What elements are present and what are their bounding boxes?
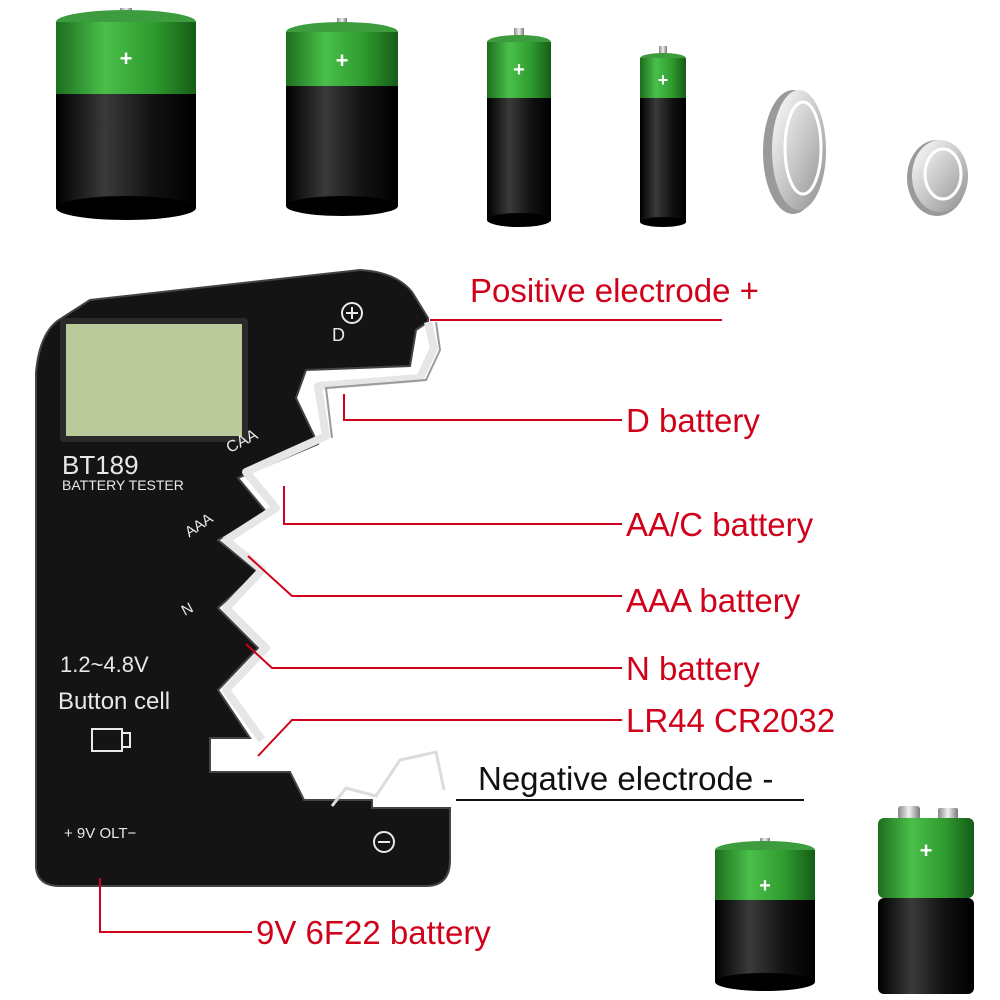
- lr44-cr2032-label: LR44 CR2032: [626, 702, 836, 739]
- 9v-battery-icon: +: [878, 806, 974, 994]
- aac-callout-line: [283, 486, 622, 525]
- battery-plus-label: +: [759, 875, 771, 897]
- battery-tester-device: [35, 268, 451, 887]
- d-callout-line: [343, 394, 622, 421]
- positive-electrode-label: Positive electrode +: [470, 272, 759, 309]
- contact-strip-edge: [324, 321, 442, 439]
- battery-plus-label: +: [336, 48, 349, 73]
- n-callout-line: [245, 643, 622, 669]
- nine-v-terminal-label: + 9V OLT−: [64, 825, 137, 842]
- aac-battery-label: AA/C battery: [626, 506, 814, 543]
- aaa-battery-label: AAA battery: [626, 582, 801, 619]
- battery-plus-label: +: [658, 70, 669, 90]
- contact-strip: [222, 321, 438, 743]
- nine-v-callout-line: [99, 878, 252, 933]
- c-battery-icon: +: [286, 18, 398, 216]
- button-cell-small-icon: [907, 140, 968, 216]
- spring-contact: [330, 750, 446, 807]
- aaa-callout-line: [247, 555, 622, 597]
- plus-terminal-icon: [341, 302, 363, 324]
- d-battery-icon: +: [56, 8, 196, 220]
- aaa-battery-icon: +: [640, 46, 686, 227]
- negative-electrode-label: Negative electrode -: [478, 760, 774, 797]
- lcd-screen: [66, 324, 242, 436]
- voltage-range-label: 1.2~4.8V: [60, 652, 149, 677]
- button-cell-label: Button cell: [58, 688, 171, 715]
- battery-plus-label: +: [513, 59, 525, 81]
- slot-d-label: D: [332, 325, 345, 345]
- nine-v-battery-label: 9V 6F22 battery: [256, 914, 491, 951]
- minus-terminal-icon: [373, 831, 395, 853]
- device-subtitle: BATTERY TESTER: [62, 477, 184, 493]
- device-model: BT189: [62, 450, 139, 480]
- lr44-callout-line: [257, 719, 622, 757]
- d-battery-label: D battery: [626, 402, 760, 439]
- battery-plus-label: +: [920, 838, 933, 863]
- aa-battery-icon: +: [487, 28, 551, 227]
- callout-lines: [99, 319, 722, 933]
- battery-plus-label: +: [120, 46, 133, 71]
- button-cell-large-icon: [763, 90, 826, 214]
- n-battery-label: N battery: [626, 650, 760, 687]
- c-battery-icon: +: [715, 838, 815, 991]
